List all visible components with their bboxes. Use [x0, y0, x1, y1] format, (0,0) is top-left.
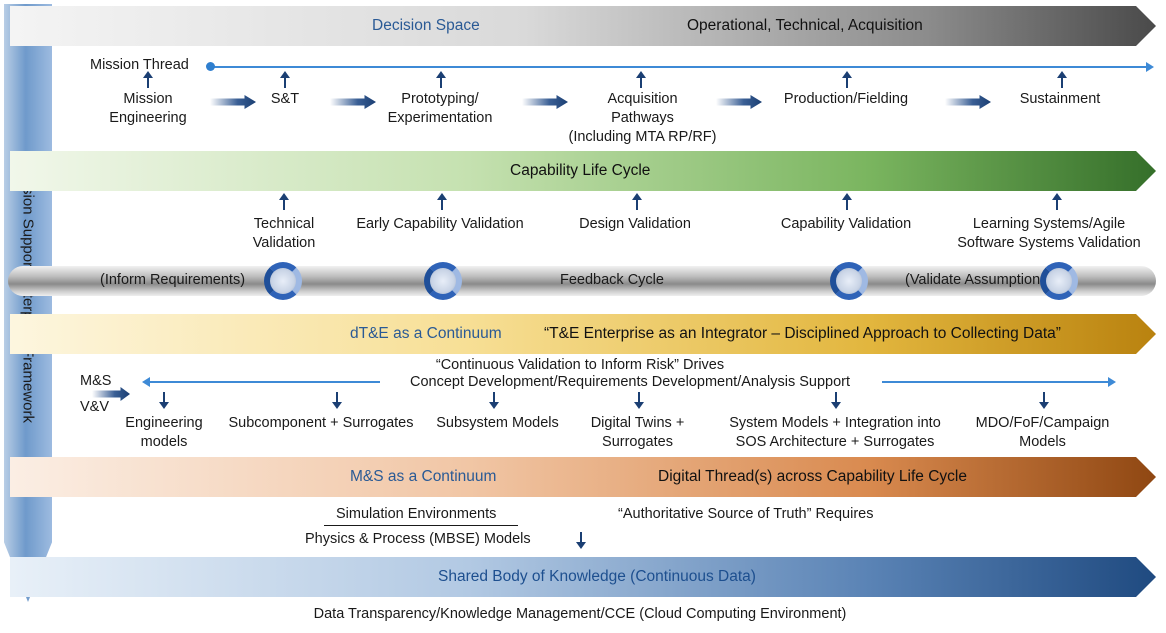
shared-knowledge-band: Shared Body of Knowledge (Continuous Dat…	[10, 557, 1156, 597]
model-arrow-1	[159, 392, 169, 409]
stage-sustainment: Sustainment	[1019, 91, 1101, 107]
validation-arrow-5	[1052, 193, 1062, 210]
validation-learning-systems: Learning Systems/Agile Software Systems …	[957, 216, 1141, 251]
sources-underline	[324, 525, 518, 526]
flow-chevron-2	[330, 95, 376, 109]
mission-thread-label: Mission Thread	[90, 57, 189, 73]
shared-knowledge-label: Shared Body of Knowledge (Continuous Dat…	[438, 568, 756, 585]
model-arrow-2	[332, 392, 342, 409]
drives-line-right	[882, 381, 1110, 383]
footer-data-transparency: Data Transparency/Knowledge Management/C…	[313, 606, 847, 622]
ms-continuum-label: M&S as a Continuum	[350, 468, 497, 485]
stage-arrow-5	[842, 71, 852, 88]
feedback-inform-requirements: (Inform Requirements)	[100, 272, 246, 288]
flow-chevron-1	[210, 95, 256, 109]
stage-arrow-3	[436, 71, 446, 88]
validation-arrow-1	[279, 193, 289, 210]
mission-thread-dot	[206, 62, 215, 71]
vv-label: V&V	[80, 399, 110, 415]
model-engineering: Engineering models	[125, 415, 203, 450]
model-arrow-3	[489, 392, 499, 409]
stage-mission-engineering: Mission Engineering	[109, 91, 187, 126]
model-digital-twins: Digital Twins + Surrogates	[590, 415, 685, 450]
model-subcomponent: Subcomponent + Surrogates	[228, 415, 414, 431]
capability-life-cycle-label: Capability Life Cycle	[510, 162, 651, 179]
flow-chevron-4	[716, 95, 762, 109]
ms-label: M&S	[80, 373, 112, 389]
feedback-cycle-label: Feedback Cycle	[560, 272, 664, 288]
stage-acquisition-pathways: Acquisition Pathways (Including MTA RP/R…	[568, 91, 717, 145]
model-arrow-5	[831, 392, 841, 409]
validation-arrow-4	[842, 193, 852, 210]
validation-arrow-3	[632, 193, 642, 210]
validation-technical: Technical Validation	[252, 216, 316, 251]
flow-chevron-5	[945, 95, 991, 109]
dte-continuum-label: dT&E as a Continuum	[350, 325, 502, 342]
drives-line-1: “Continuous Validation to Inform Risk” D…	[435, 357, 725, 373]
stage-arrow-1	[143, 71, 153, 88]
stage-st: S&T	[270, 91, 300, 107]
framework-vertical-arrow	[4, 4, 52, 602]
drives-line-2: Concept Development/Requirements Develop…	[409, 374, 851, 390]
dte-continuum-band: dT&E as a Continuum “T&E Enterprise as a…	[10, 314, 1156, 354]
capability-life-cycle-band: Capability Life Cycle	[10, 151, 1156, 191]
physics-process-models: Physics & Process (MBSE) Models	[305, 531, 531, 547]
digital-thread-label: Digital Thread(s) across Capability Life…	[658, 468, 967, 485]
stage-production-fielding: Production/Fielding	[783, 91, 909, 107]
ms-vv-chevron	[92, 387, 130, 401]
authoritative-source-of-truth: “Authoritative Source of Truth” Requires	[618, 506, 874, 522]
ms-continuum-band: M&S as a Continuum Digital Thread(s) acr…	[10, 457, 1156, 497]
model-mdo-fof-campaign: MDO/FoF/Campaign Models	[975, 415, 1110, 450]
drives-arrowhead-left	[142, 377, 150, 387]
feedback-validate-assumptions: (Validate Assumptions)	[905, 272, 1053, 288]
model-arrow-4	[634, 392, 644, 409]
validation-capability: Capability Validation	[780, 216, 912, 232]
mission-thread-arrowhead	[1146, 62, 1154, 72]
stage-arrow-6	[1057, 71, 1067, 88]
truth-arrow	[576, 532, 586, 549]
model-arrow-6	[1039, 392, 1049, 409]
model-system-integration: System Models + Integration into SOS Arc…	[729, 415, 941, 450]
decision-space-label: Decision Space	[372, 17, 480, 34]
mission-thread-line	[210, 66, 1150, 68]
drives-arrowhead-right	[1108, 377, 1116, 387]
flow-chevron-3	[522, 95, 568, 109]
feedback-cycle-icon	[424, 262, 462, 300]
stage-prototyping: Prototyping/ Experimentation	[387, 91, 493, 126]
validation-early-capability: Early Capability Validation	[356, 216, 524, 232]
decision-space-band: Decision Space Operational, Technical, A…	[10, 6, 1156, 46]
validation-design: Design Validation	[579, 216, 691, 232]
stage-arrow-4	[636, 71, 646, 88]
model-subsystem: Subsystem Models	[436, 415, 559, 431]
feedback-cycle-icon	[1040, 262, 1078, 300]
decision-space-domains: Operational, Technical, Acquisition	[687, 17, 923, 34]
feedback-cycle-icon	[264, 262, 302, 300]
drives-line-left	[148, 381, 380, 383]
dte-integrator-label: “T&E Enterprise as an Integrator – Disci…	[544, 325, 1061, 342]
validation-arrow-2	[437, 193, 447, 210]
feedback-cycle-icon	[830, 262, 868, 300]
feedback-pipe	[8, 266, 1156, 296]
simulation-environments: Simulation Environments	[336, 506, 497, 522]
stage-arrow-2	[280, 71, 290, 88]
